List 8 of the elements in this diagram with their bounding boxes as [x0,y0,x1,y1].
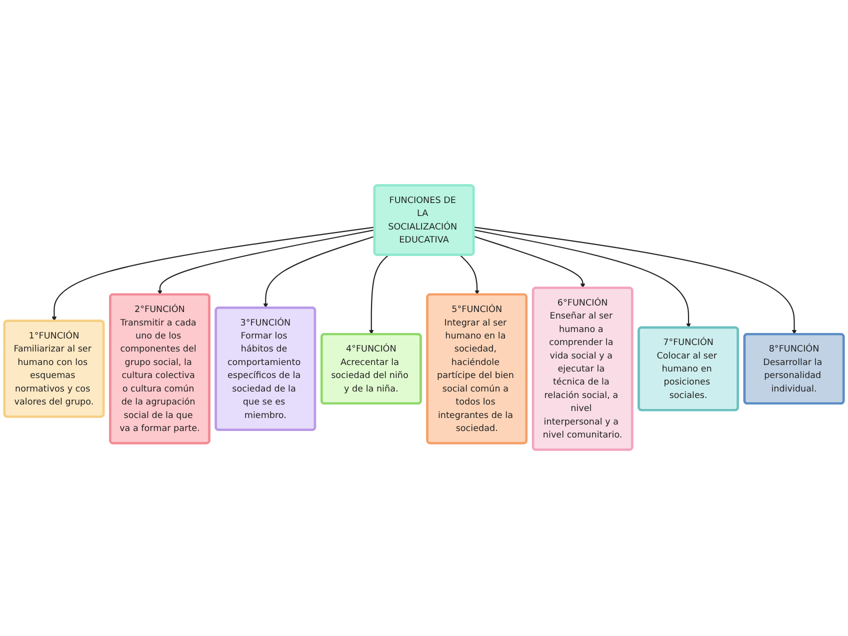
arrow [474,236,586,289]
arrow [460,255,480,296]
arrow [368,255,389,335]
arrow [263,236,375,309]
arrow [158,230,375,296]
arrow [52,227,375,322]
arrow [474,227,797,335]
arrow [474,230,691,328]
